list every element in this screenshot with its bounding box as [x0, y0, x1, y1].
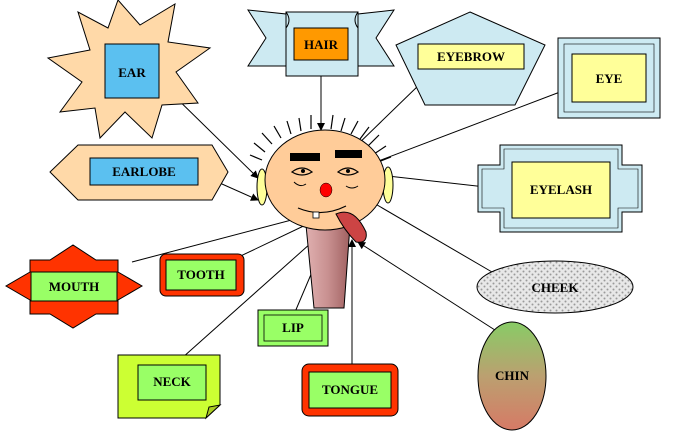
tooth-callout: TOOTH	[159, 253, 245, 297]
eye-callout: EYE	[557, 37, 661, 119]
tooth-label-box	[165, 259, 237, 291]
tongue-label-box	[308, 371, 392, 409]
chin-ellipse-shape	[477, 321, 547, 431]
nose-shape	[319, 182, 333, 198]
ear-label-box	[104, 43, 160, 99]
neck-label-box	[137, 364, 207, 401]
eyelash-label-box	[511, 161, 611, 219]
eye-arrow	[359, 91, 561, 170]
hair-label: HAIR	[304, 37, 339, 52]
eyebrow-arrow	[351, 83, 421, 151]
hair-label-box	[293, 27, 349, 61]
cheek-callout: CHEEK	[476, 260, 634, 314]
earlobe-label-box	[89, 157, 199, 186]
head-shape	[264, 129, 386, 231]
tongue-callout: TONGUE	[301, 363, 399, 417]
chin-label: CHIN	[495, 368, 530, 383]
right-eye-shape	[336, 167, 360, 176]
chin-arrow	[357, 241, 499, 333]
mouth-callout: MOUTH	[5, 244, 143, 329]
eyebrow-label: EYEBROW	[437, 49, 505, 64]
ear-label: EAR	[118, 65, 146, 80]
eyebrow-label-box	[417, 43, 525, 70]
tongue-label: TONGUE	[322, 382, 378, 397]
cheek-label: CHEEK	[532, 280, 580, 295]
neck-callout: NECK	[117, 354, 222, 420]
lip-label: LIP	[282, 320, 304, 335]
cheek-ellipse-shape	[476, 260, 634, 314]
earlobe-label: EARLOBE	[112, 164, 176, 179]
face-figure	[249, 114, 394, 309]
hair-banner-shape	[247, 9, 287, 67]
mouth-shape	[297, 205, 347, 214]
eye-label: EYE	[596, 71, 623, 86]
tooth-label: TOOTH	[177, 267, 224, 282]
ear-callout: EAR	[46, 0, 212, 140]
neck-label: NECK	[153, 374, 191, 389]
left-eye-shape	[290, 167, 314, 176]
tooth-shape	[312, 211, 320, 219]
eyebrow-callout: EYEBROW	[395, 11, 546, 106]
hair-callout: HAIR	[247, 9, 395, 77]
earlobe-callout: EARLOBE	[49, 144, 229, 201]
neck-shape	[305, 224, 351, 309]
mouth-label-box	[30, 271, 118, 302]
tongue-shape	[335, 211, 367, 243]
mouth-label: MOUTH	[49, 279, 100, 294]
neck-arrow	[181, 234, 321, 359]
lip-label-box	[263, 314, 323, 342]
chin-callout: CHIN	[477, 321, 547, 431]
eyelash-label: EYELASH	[530, 182, 592, 197]
eyelash-callout: EYELASH	[477, 144, 643, 233]
lip-callout: LIP	[257, 309, 329, 347]
left-eyebrow-shape	[290, 153, 320, 161]
eye-label-box	[571, 53, 647, 103]
right-eyebrow-shape	[335, 150, 362, 158]
